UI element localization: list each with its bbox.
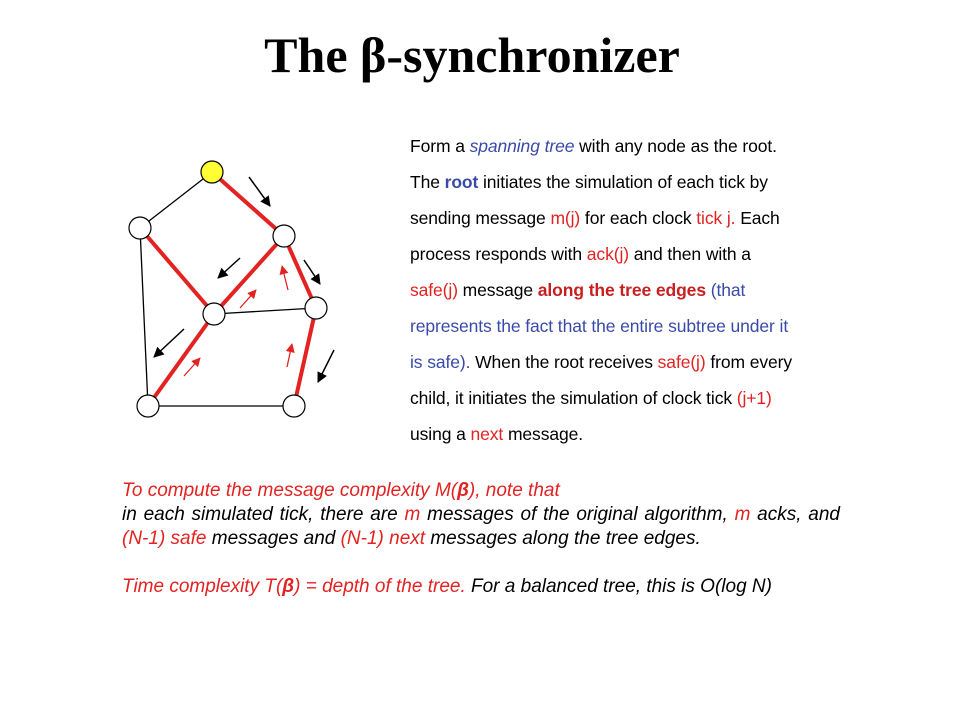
tree-node	[136, 394, 160, 418]
graph-edge	[213, 307, 317, 315]
tree-node	[282, 394, 306, 418]
up-arrow	[239, 289, 257, 309]
algorithm-description: Form a spanning tree with any node as th…	[410, 128, 880, 452]
graph-edge	[139, 227, 149, 407]
tree-node	[128, 216, 152, 240]
desc-line: child, it initiates the simulation of cl…	[410, 388, 772, 408]
down-arrow	[317, 349, 335, 383]
beta-symbol: β	[457, 480, 469, 501]
spanning-tree-diagram	[128, 160, 335, 418]
desc-line: Form a spanning tree with any node as th…	[410, 136, 777, 156]
tree-edge	[138, 226, 216, 316]
time-complexity: Time complexity T(β) = depth of the tree…	[122, 576, 772, 597]
desc-line: is safe). When the root receives safe(j)…	[410, 352, 792, 372]
tree-edge	[146, 312, 216, 408]
tree-edge	[212, 234, 286, 316]
slide-title: The β-synchronizer	[264, 27, 680, 83]
tree-edge	[210, 170, 286, 238]
down-arrow	[153, 328, 185, 358]
complexity-section: To compute the message complexity M(β), …	[122, 479, 840, 599]
desc-line: using a next message.	[410, 424, 584, 444]
down-arrow	[217, 257, 241, 279]
message-complexity-intro: To compute the message complexity M(β), …	[122, 480, 560, 501]
graph-edge	[139, 171, 213, 229]
desc-line: represents the fact that the entire subt…	[410, 316, 789, 336]
desc-line: sending message m(j) for each clock tick…	[410, 208, 780, 228]
desc-line: The root initiates the simulation of eac…	[410, 172, 768, 192]
tree-edge	[292, 307, 318, 407]
message-complexity-body: in each simulated tick, there are m mess…	[122, 504, 840, 549]
desc-line: safe(j) message along the tree edges (th…	[410, 280, 746, 300]
up-arrow	[285, 343, 295, 368]
down-arrow	[248, 176, 271, 207]
down-arrow	[303, 259, 321, 285]
beta-symbol: β	[360, 27, 387, 83]
beta-symbol: β	[282, 576, 295, 597]
tree-edge	[282, 235, 318, 309]
up-arrow	[183, 357, 201, 377]
tree-node	[304, 296, 328, 320]
up-arrow	[279, 265, 289, 291]
desc-line: process responds with ack(j) and then wi…	[410, 244, 751, 264]
root-node	[200, 160, 224, 184]
tree-node	[202, 302, 226, 326]
tree-node	[272, 224, 296, 248]
